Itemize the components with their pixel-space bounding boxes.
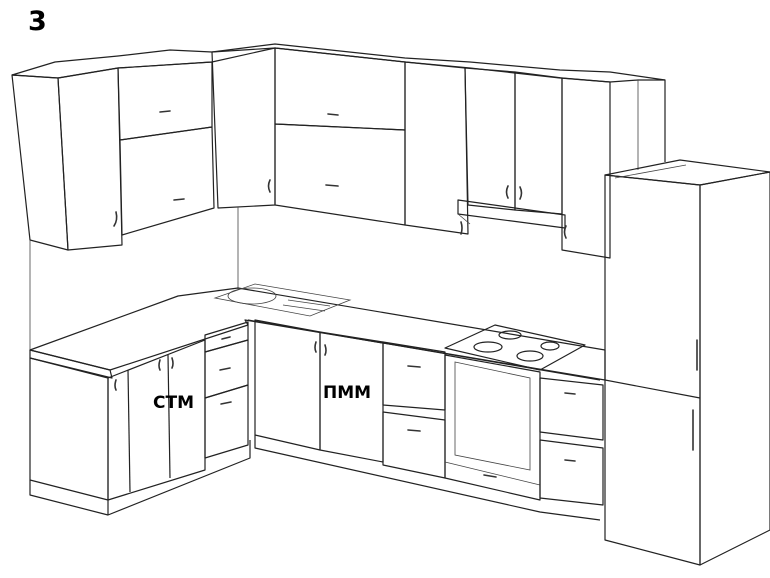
base-cabinets [29, 319, 604, 521]
dishwasher-label: ПММ [323, 383, 372, 403]
washing-machine-label: СТМ [153, 393, 194, 413]
upper-cabinets [11, 43, 666, 259]
figure-number: 3 [28, 6, 47, 37]
fridge [604, 159, 770, 566]
